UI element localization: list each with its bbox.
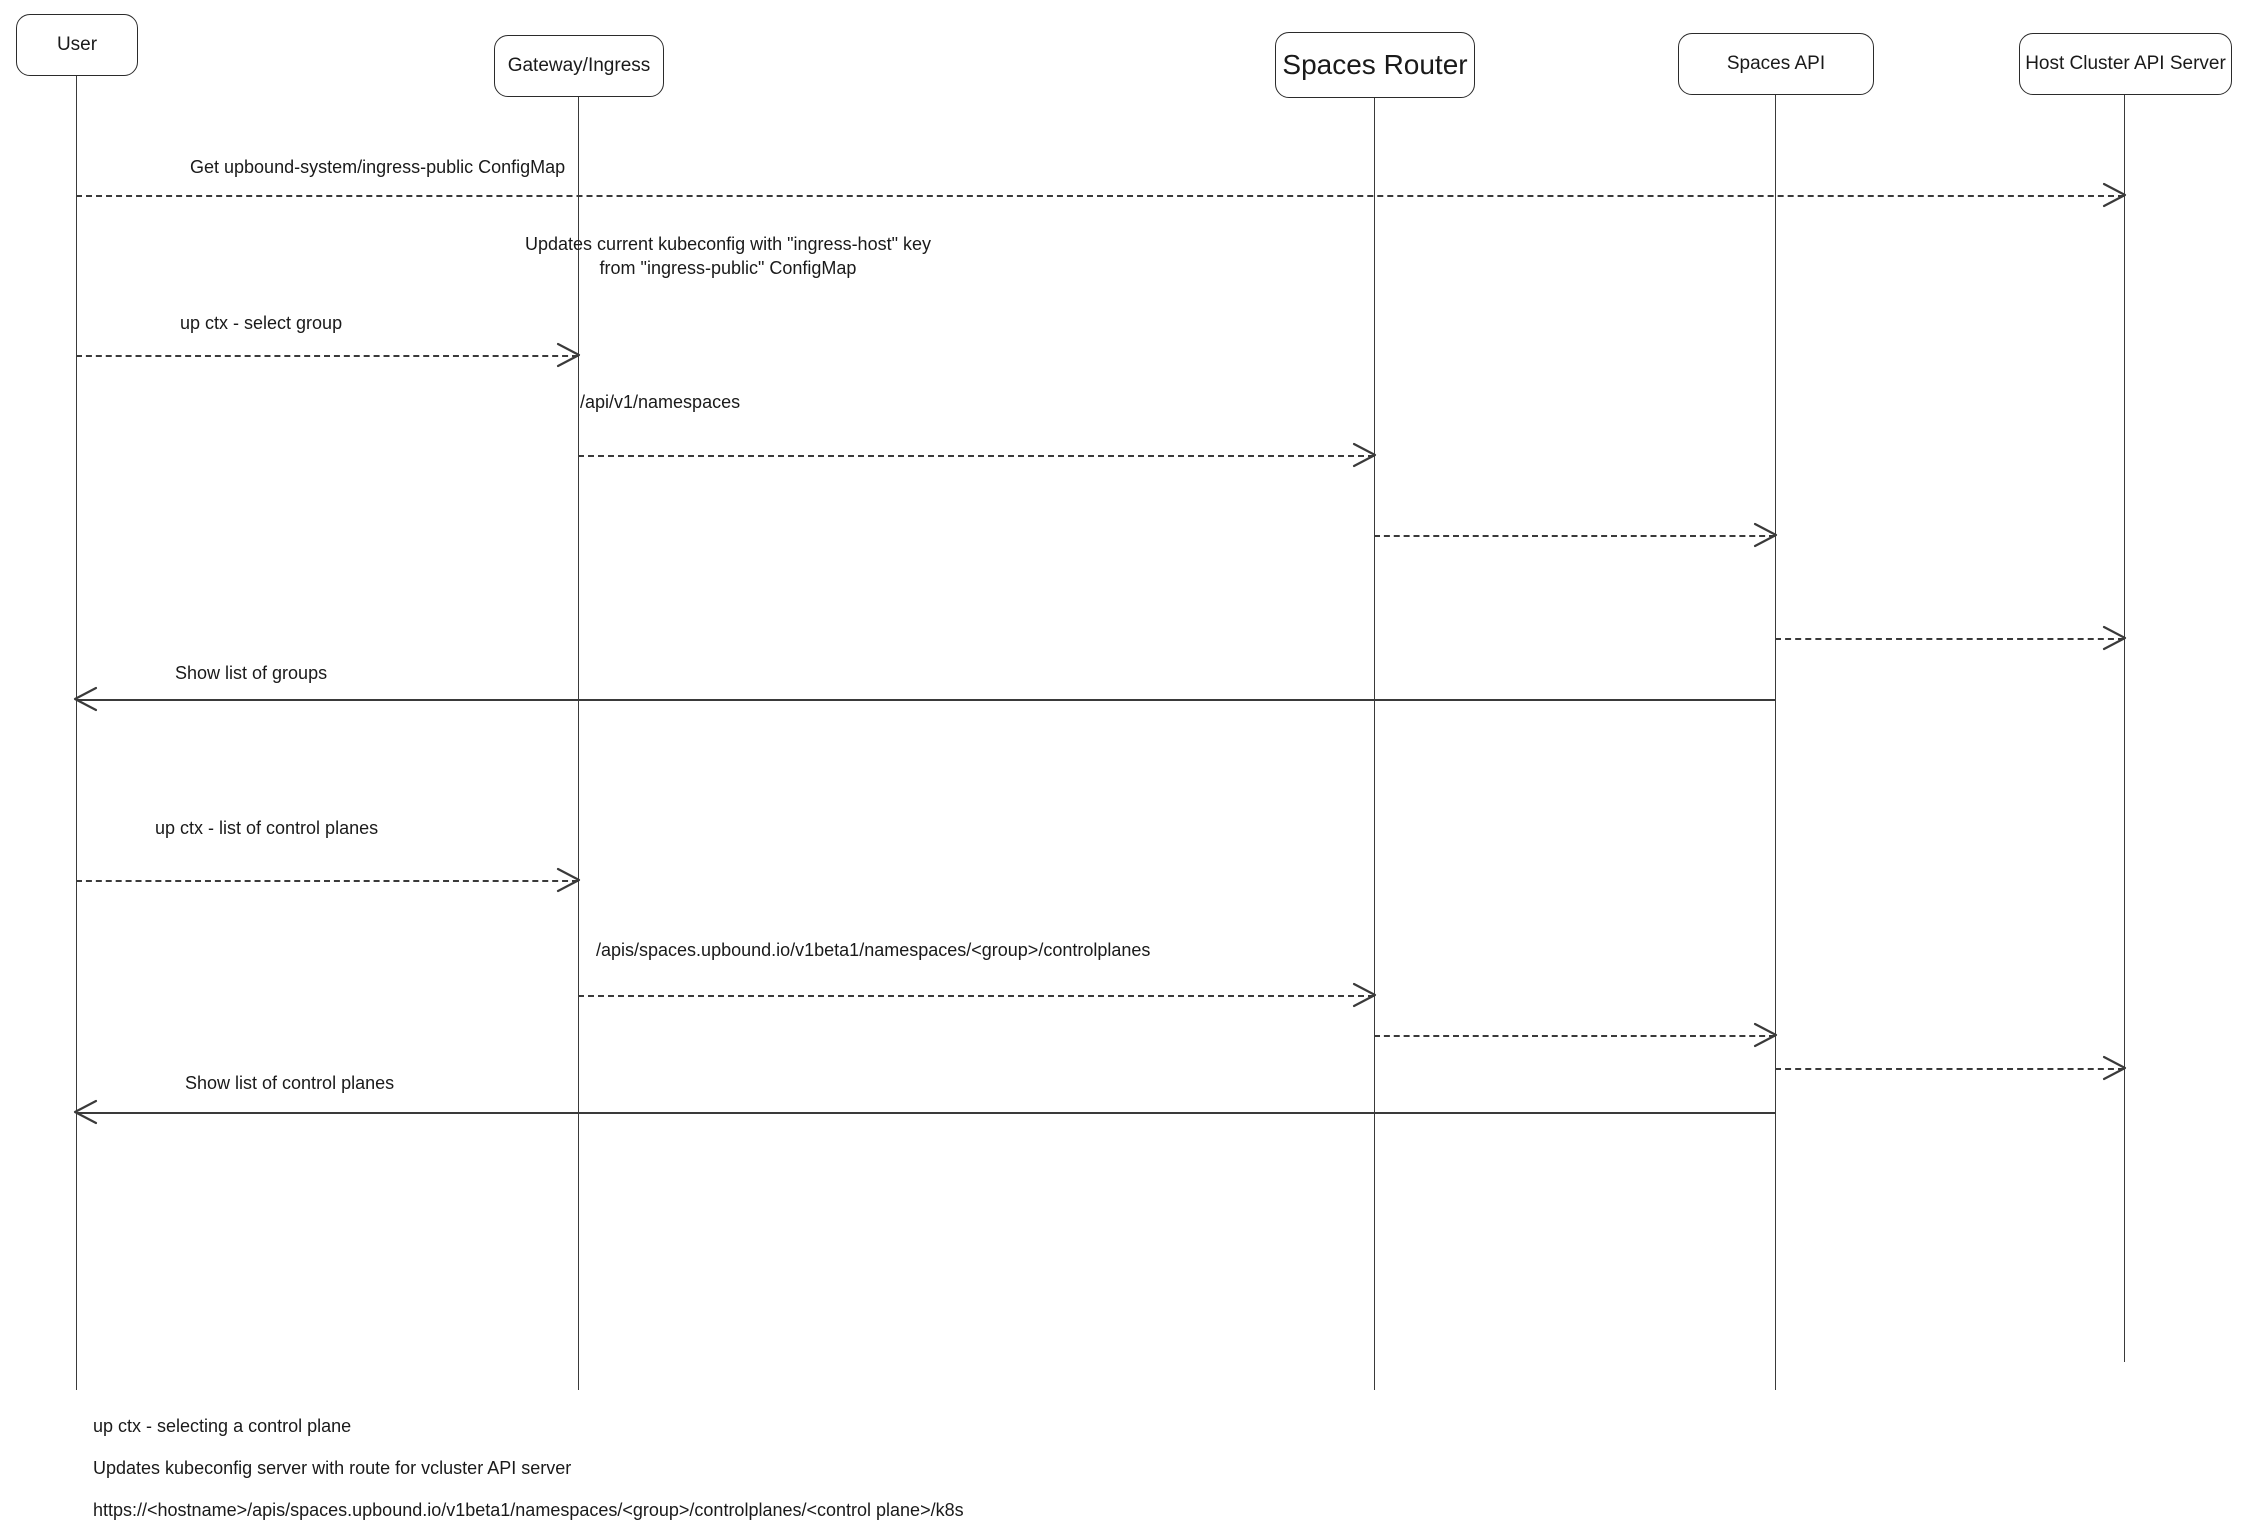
message-line-m3 <box>578 455 1374 457</box>
lifeline-router <box>1374 98 1375 1390</box>
arrowhead-m8 <box>1352 982 1377 1008</box>
lifeline-user <box>76 76 77 1390</box>
participant-label-api: Spaces API <box>1726 53 1826 75</box>
message-label-m7: up ctx - list of control planes <box>155 818 379 838</box>
participant-label-user: User <box>56 34 98 56</box>
message-label-m2: up ctx - select group <box>180 313 343 333</box>
participant-box-host[interactable]: Host Cluster API Server <box>2019 33 2232 95</box>
bottom-note-n2: Updates kubeconfig server with route for… <box>93 1458 572 1478</box>
message-line-m2 <box>76 355 578 357</box>
lifeline-host <box>2124 95 2125 1362</box>
message-line-m5 <box>1775 638 2124 640</box>
arrowhead-m10 <box>2102 1055 2127 1081</box>
message-line-m4 <box>1374 535 1775 537</box>
participant-box-api[interactable]: Spaces API <box>1678 33 1874 95</box>
arrowhead-m2 <box>556 342 581 368</box>
bottom-note-n3: https://<hostname>/apis/spaces.upbound.i… <box>93 1500 964 1520</box>
message-line-m11 <box>76 1112 1775 1114</box>
participant-label-host: Host Cluster API Server <box>2025 53 2226 75</box>
message-label-m6: Show list of groups <box>175 663 328 683</box>
message-line-m6 <box>76 699 1775 701</box>
arrowhead-m3 <box>1352 442 1377 468</box>
message-line-m1 <box>76 195 2124 197</box>
arrowhead-m4 <box>1753 522 1778 548</box>
message-line-m7 <box>76 880 578 882</box>
arrowhead-m5 <box>2102 625 2127 651</box>
participant-label-gateway: Gateway/Ingress <box>507 55 651 77</box>
lifeline-api <box>1775 95 1776 1390</box>
arrowhead-m1 <box>2102 182 2127 208</box>
participant-label-router: Spaces Router <box>1282 48 1468 80</box>
lifeline-gateway <box>578 97 579 1390</box>
message-line-m8 <box>578 995 1374 997</box>
message-label-m1: Get upbound-system/ingress-public Config… <box>190 157 566 177</box>
participant-box-gateway[interactable]: Gateway/Ingress <box>494 35 664 97</box>
message-label-m11: Show list of control planes <box>185 1073 395 1093</box>
participant-box-user[interactable]: User <box>16 14 138 76</box>
arrowhead-m7 <box>556 867 581 893</box>
bottom-note-n1: up ctx - selecting a control plane <box>93 1416 352 1436</box>
arrowhead-m6 <box>73 686 98 712</box>
message-label-m3: /api/v1/namespaces <box>580 392 741 412</box>
arrowhead-m11 <box>73 1099 98 1125</box>
participant-box-router[interactable]: Spaces Router <box>1275 32 1475 98</box>
arrowhead-m9 <box>1753 1022 1778 1048</box>
message-line-m9 <box>1374 1035 1775 1037</box>
message-label-m8: /apis/spaces.upbound.io/v1beta1/namespac… <box>596 940 1151 960</box>
message-line-m10 <box>1775 1068 2124 1070</box>
message-note-note-kubeconfig: Updates current kubeconfig with "ingress… <box>525 234 931 279</box>
